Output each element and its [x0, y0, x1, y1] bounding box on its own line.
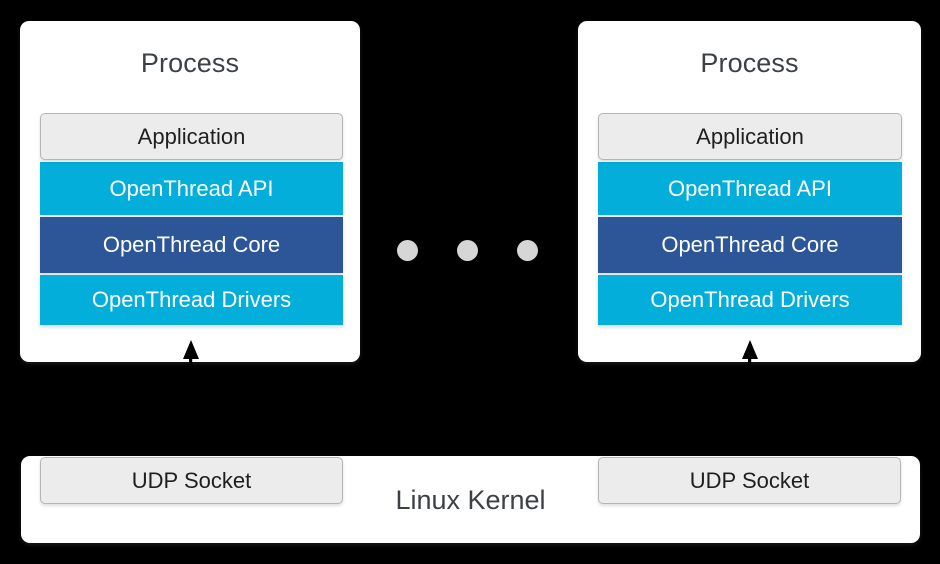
udp-socket-right: UDP Socket	[598, 457, 901, 504]
linux-kernel-title: Linux Kernel	[395, 485, 546, 515]
stack-layer-openthread-drivers: OpenThread Drivers	[598, 275, 902, 325]
process-card-right: Process Application OpenThread API OpenT…	[578, 21, 921, 387]
uplink-arrow-icon	[183, 340, 199, 387]
udp-socket-left: UDP Socket	[40, 457, 343, 504]
ellipsis-dot-icon	[397, 240, 418, 261]
ellipsis-dot-icon	[457, 240, 478, 261]
more-processes-ellipsis	[397, 240, 543, 262]
stack-layer-openthread-core: OpenThread Core	[598, 217, 902, 273]
process-card-left: Process Application OpenThread API OpenT…	[20, 21, 360, 387]
openthread-stack-left: Application OpenThread API OpenThread Co…	[40, 113, 343, 325]
openthread-stack-right: Application OpenThread API OpenThread Co…	[598, 113, 902, 325]
ellipsis-dot-icon	[517, 240, 538, 261]
uplink-arrow-icon	[742, 340, 758, 387]
stack-layer-openthread-api: OpenThread API	[40, 162, 343, 215]
process-title: Process	[700, 48, 799, 78]
stack-layer-openthread-core: OpenThread Core	[40, 217, 343, 273]
linux-kernel-card: Linux Kernel UDP Socket UDP Socket	[21, 456, 920, 543]
stack-layer-openthread-api: OpenThread API	[598, 162, 902, 215]
stack-layer-application: Application	[40, 113, 343, 160]
stack-layer-application: Application	[598, 113, 902, 160]
process-title: Process	[140, 48, 240, 78]
stack-layer-openthread-drivers: OpenThread Drivers	[40, 275, 343, 325]
